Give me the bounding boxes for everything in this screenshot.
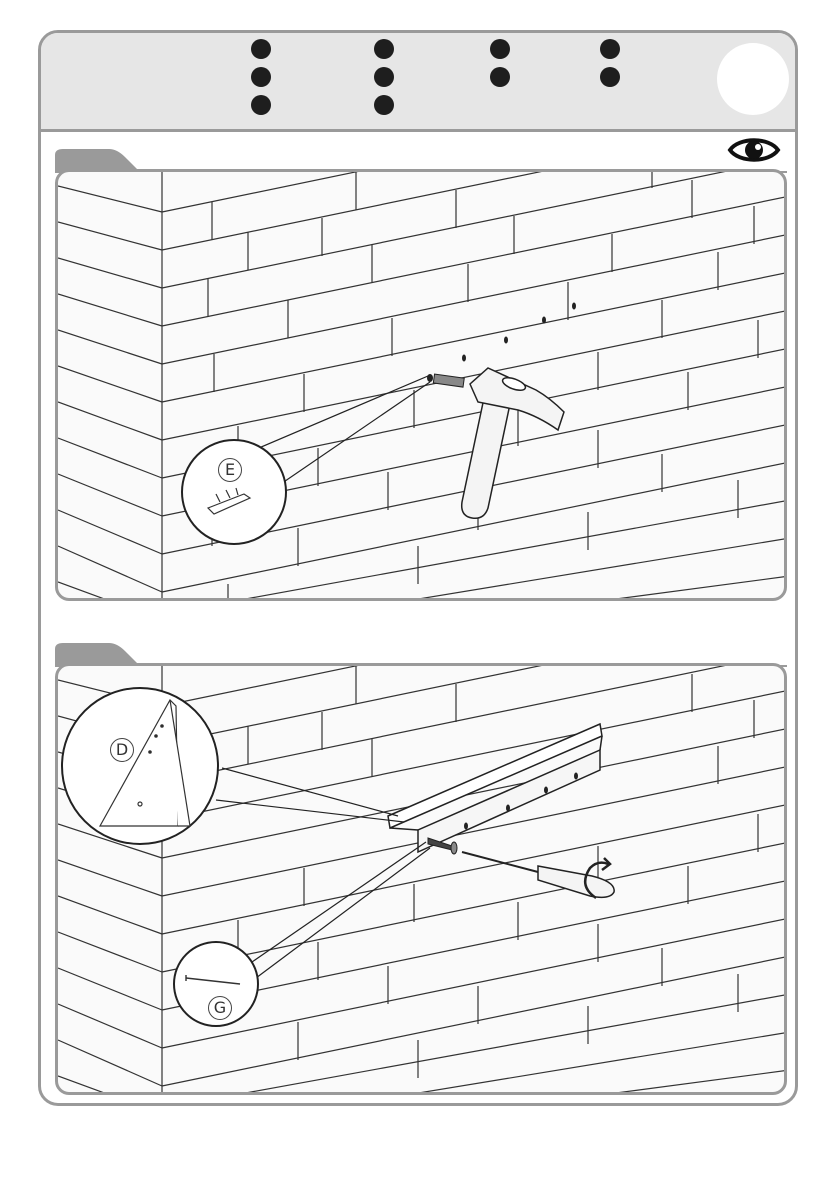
header-band [41, 33, 795, 132]
instruction-page: E [38, 30, 798, 1106]
brick-wall-illustration [58, 172, 787, 601]
callout-circle [182, 440, 286, 544]
wall-plug [427, 374, 464, 387]
brick-wall-illustration [58, 666, 787, 1095]
step-1-panel: E [55, 169, 787, 601]
part-dot [251, 95, 271, 115]
part-dot [490, 39, 510, 59]
part-dot [251, 39, 271, 59]
part-dot [600, 67, 620, 87]
part-dot [251, 67, 271, 87]
part-label-g: G [208, 996, 232, 1020]
wall-bracket [388, 724, 602, 852]
part-dot [490, 67, 510, 87]
step-number-circle [717, 43, 789, 115]
part-dot [374, 39, 394, 59]
callout-circle [62, 688, 218, 844]
part-dot [374, 95, 394, 115]
part-dot [374, 67, 394, 87]
part-dot [600, 39, 620, 59]
drill-holes [462, 303, 576, 362]
screwdriver-icon [462, 852, 614, 897]
part-label-e: E [218, 458, 242, 482]
step-2-panel: D G [55, 663, 787, 1095]
part-label-d: D [110, 738, 134, 762]
